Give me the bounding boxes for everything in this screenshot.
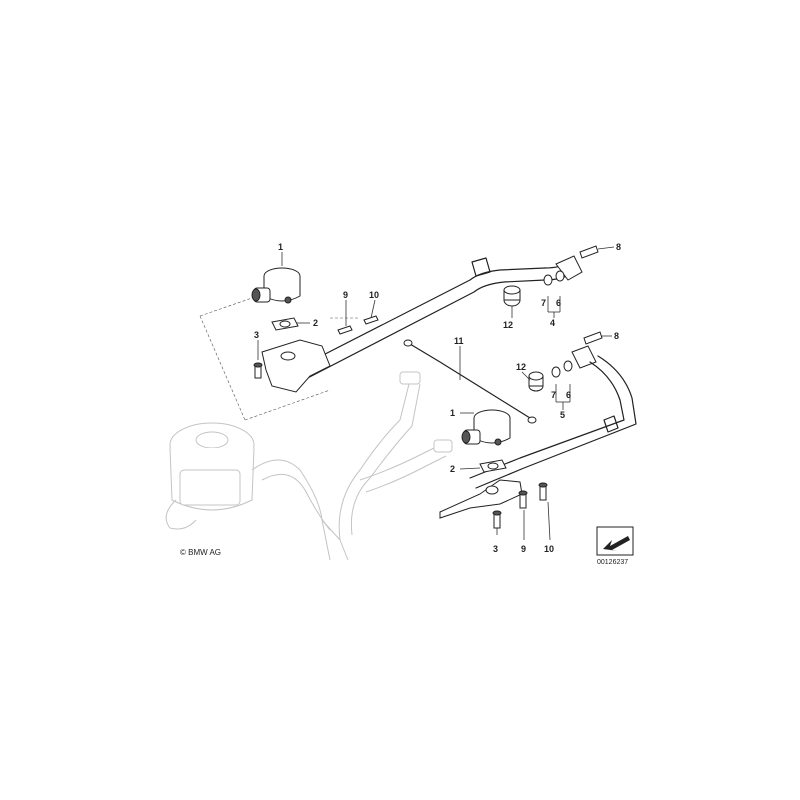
label-5: 5 (560, 410, 565, 420)
document-number: 00126237 (597, 559, 628, 566)
bolt-3-upper (253, 362, 263, 379)
upper-pipe (289, 257, 576, 385)
air-pump-ghost (165, 371, 453, 561)
label-6-lower: 6 (566, 390, 571, 400)
label-12-lower: 12 (516, 362, 526, 372)
label-1-upper: 1 (278, 242, 283, 252)
fittings-upper (543, 245, 599, 286)
bolt-10-lower (538, 482, 548, 501)
bracket-upper (261, 339, 331, 393)
label-7-lower: 7 (551, 390, 556, 400)
label-4: 4 (550, 318, 555, 328)
label-7-upper: 7 (541, 298, 546, 308)
label-8-lower: 8 (614, 331, 619, 341)
copyright-text: © BMW AG (180, 548, 221, 557)
leader-lines (257, 246, 615, 541)
bolt-3-lower (492, 510, 502, 529)
gasket-lower (479, 459, 507, 473)
fittings-lower (551, 331, 603, 378)
bolt-9-lower (518, 490, 528, 509)
label-11: 11 (454, 336, 464, 346)
label-8-upper: 8 (616, 242, 621, 252)
plug-12-upper (503, 285, 521, 307)
valve-lower (461, 409, 511, 446)
label-6-upper: 6 (556, 298, 561, 308)
plug-12-lower (528, 371, 544, 392)
bolt-10-upper (363, 315, 379, 325)
orientation-arrow-icon (596, 526, 634, 556)
label-1-lower: 1 (450, 408, 455, 418)
label-10-upper: 10 (369, 290, 379, 300)
valve-upper (251, 267, 301, 304)
bolt-9-upper (337, 325, 353, 335)
label-9-lower: 9 (521, 544, 526, 554)
gasket-upper (271, 317, 299, 331)
part-labels: 1 2 3 9 10 8 7 6 4 12 11 12 8 7 6 5 1 2 … (254, 242, 621, 554)
label-10-lower: 10 (544, 544, 554, 554)
label-2-upper: 2 (313, 318, 318, 328)
group-frame (199, 297, 360, 421)
label-2-lower: 2 (450, 464, 455, 474)
label-9-upper: 9 (343, 290, 348, 300)
rod-11 (403, 339, 537, 424)
label-3-upper: 3 (254, 330, 259, 340)
label-3-lower: 3 (493, 544, 498, 554)
label-12-upper: 12 (503, 320, 513, 330)
lower-pipe (469, 355, 637, 489)
